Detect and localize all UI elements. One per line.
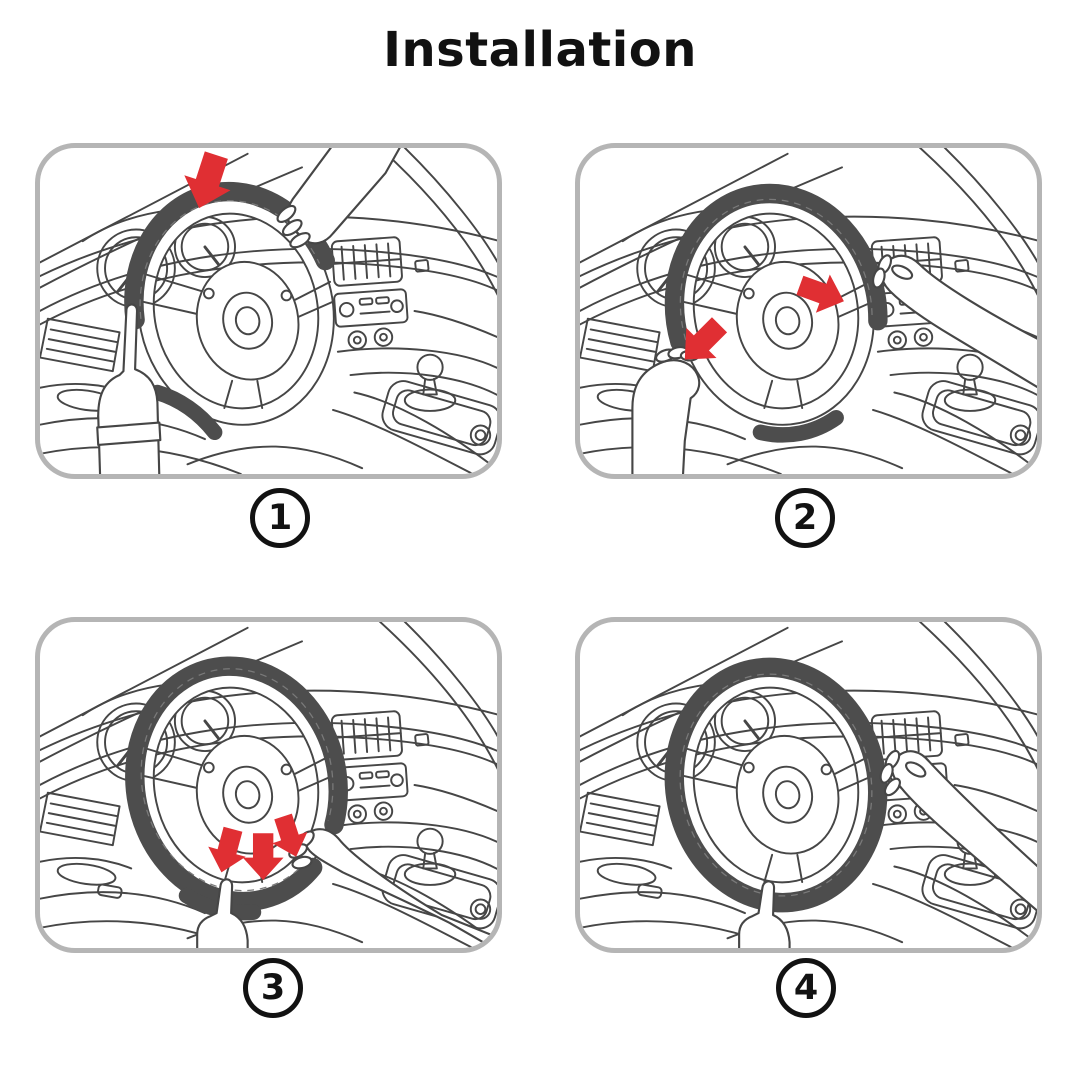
right-arm — [872, 254, 1037, 389]
step-3-badge: 3 — [243, 958, 303, 1018]
step-3-panel — [35, 617, 502, 953]
step-1-badge: 1 — [250, 488, 310, 548]
step-1-illustration — [40, 148, 497, 474]
left-hand — [631, 346, 701, 474]
left-hand — [96, 303, 162, 474]
right-arm — [276, 148, 401, 249]
bottom-hand — [196, 878, 249, 948]
wheel-cover — [664, 183, 888, 443]
step-3-number: 3 — [260, 967, 286, 1008]
page-title: Installation — [383, 22, 697, 78]
step-2-badge: 2 — [775, 488, 835, 548]
right-arm — [879, 749, 1037, 912]
step-1-panel — [35, 143, 502, 479]
step-2-illustration — [580, 148, 1037, 474]
bottom-hand — [738, 880, 791, 948]
step-4-panel — [575, 617, 1042, 953]
step-4-badge: 4 — [776, 958, 836, 1018]
step-2-panel — [575, 143, 1042, 479]
step-3-illustration — [40, 622, 497, 948]
step-2-number: 2 — [792, 497, 818, 538]
step-4-illustration — [580, 622, 1037, 948]
step-1-number: 1 — [267, 497, 293, 538]
step-4-number: 4 — [793, 967, 819, 1008]
wheel-cover — [664, 657, 888, 913]
wrist-watch — [96, 421, 162, 446]
